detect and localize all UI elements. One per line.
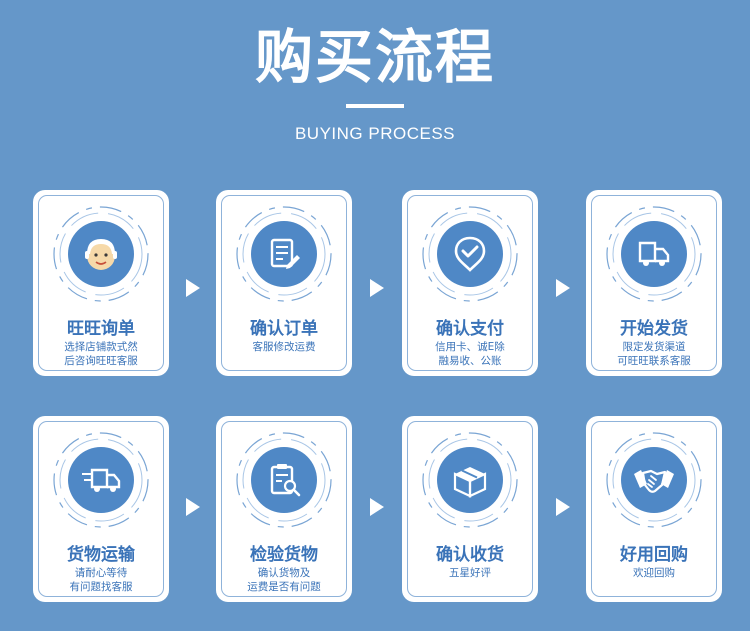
fast-truck-icon xyxy=(68,447,134,513)
arrow-right-icon xyxy=(556,279,570,297)
step-title: 好用回购 xyxy=(620,545,688,565)
step-title: 货物运输 xyxy=(67,545,135,565)
step-description: 欢迎回购 xyxy=(633,567,675,579)
step-title: 确认支付 xyxy=(436,319,504,339)
decorative-ring xyxy=(606,432,702,528)
step-description: 五星好评 xyxy=(449,567,491,579)
check-location-icon xyxy=(437,221,503,287)
customer-service-icon xyxy=(68,221,134,287)
page-title: 购买流程 xyxy=(254,23,495,91)
step-description: 信用卡、诚E除融易收、公账 xyxy=(435,341,505,367)
step-card-8: 好用回购 欢迎回购 xyxy=(586,416,722,602)
decorative-ring xyxy=(606,206,702,302)
decorative-ring xyxy=(53,432,149,528)
arrow-right-icon xyxy=(186,279,200,297)
order-form-icon xyxy=(251,221,317,287)
step-title: 检验货物 xyxy=(250,545,318,565)
package-box-icon xyxy=(437,447,503,513)
step-title: 开始发货 xyxy=(620,319,688,339)
arrow-right-icon xyxy=(186,498,200,516)
step-description: 确认货物及运费是否有问题 xyxy=(247,567,321,593)
decorative-ring xyxy=(422,432,518,528)
page-subtitle: BUYING PROCESS xyxy=(294,124,456,143)
step-card-1: 旺旺询单 选择店铺款式然后咨询旺旺客服 xyxy=(33,190,169,376)
step-card-2: 确认订单 客服修改运费 xyxy=(216,190,352,376)
step-description: 客服修改运费 xyxy=(252,341,316,353)
step-card-7: 确认收货 五星好评 xyxy=(402,416,538,602)
handshake-icon xyxy=(621,447,687,513)
arrow-right-icon xyxy=(556,498,570,516)
step-card-6: 检验货物 确认货物及运费是否有问题 xyxy=(216,416,352,602)
delivery-van-icon xyxy=(621,221,687,287)
step-card-3: 确认支付 信用卡、诚E除融易收、公账 xyxy=(402,190,538,376)
step-description: 限定发货渠道可旺旺联系客服 xyxy=(617,341,691,367)
step-title: 旺旺询单 xyxy=(67,319,135,339)
step-description: 请耐心等待有问题找客服 xyxy=(69,567,133,593)
decorative-ring xyxy=(236,432,332,528)
decorative-ring xyxy=(53,206,149,302)
step-description: 选择店铺款式然后咨询旺旺客服 xyxy=(64,341,138,367)
decorative-ring xyxy=(236,206,332,302)
decorative-ring xyxy=(422,206,518,302)
arrow-right-icon xyxy=(370,498,384,516)
step-card-4: 开始发货 限定发货渠道可旺旺联系客服 xyxy=(586,190,722,376)
step-title: 确认订单 xyxy=(250,319,318,339)
inspect-document-icon xyxy=(251,447,317,513)
arrow-right-icon xyxy=(370,279,384,297)
step-card-5: 货物运输 请耐心等待有问题找客服 xyxy=(33,416,169,602)
step-title: 确认收货 xyxy=(436,545,504,565)
title-underline xyxy=(346,104,404,108)
